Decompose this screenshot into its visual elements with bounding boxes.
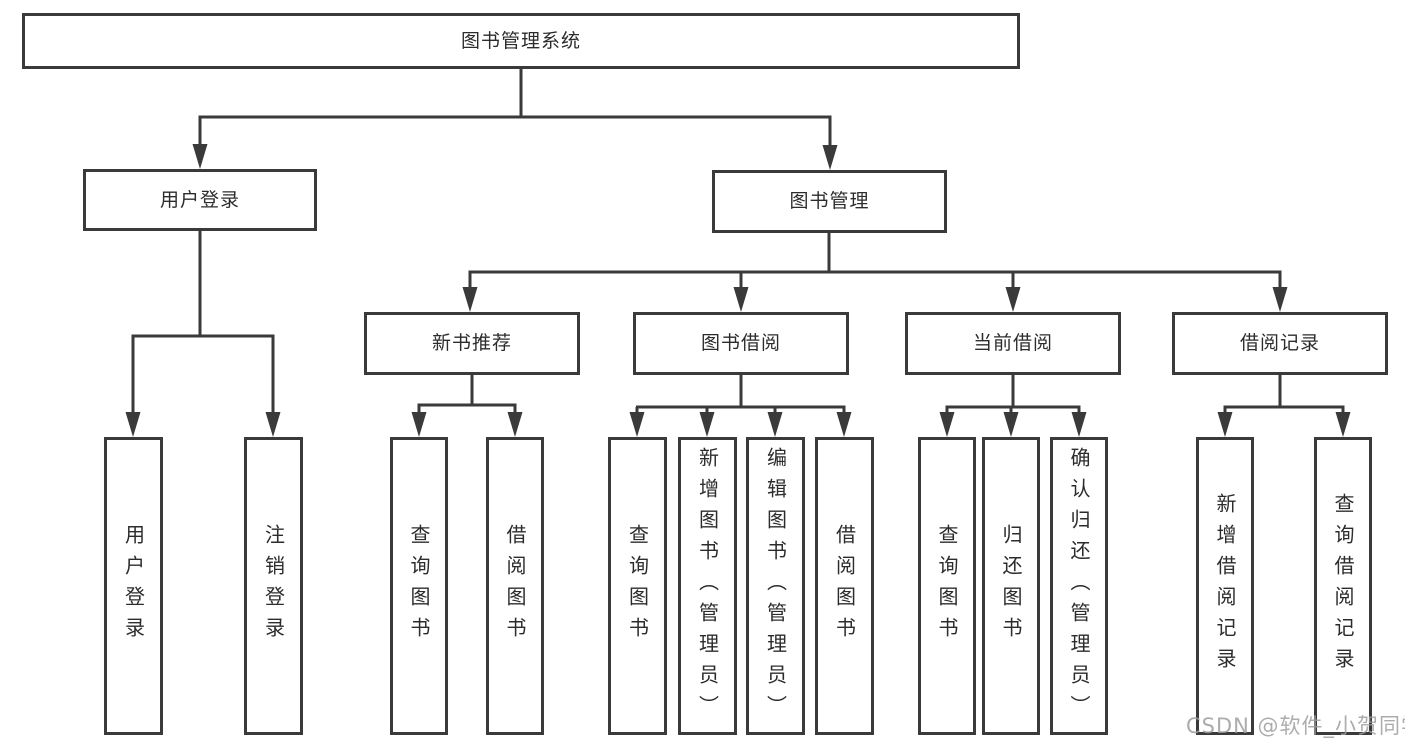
- node-book-management: 图书管理: [712, 170, 947, 233]
- node-borrow-records: 借阅记录: [1172, 312, 1388, 375]
- leaf-borrow-book-recommend: 借阅图书: [486, 437, 544, 735]
- leaf-return-book: 归还图书: [982, 437, 1040, 735]
- node-book-borrow: 图书借阅: [633, 312, 849, 375]
- leaf-query-book-current: 查询图书: [918, 437, 976, 735]
- leaf-edit-book-admin: 编辑图书（管理员）: [746, 437, 805, 735]
- leaf-add-book-admin: 新增图书（管理员）: [678, 437, 737, 735]
- node-new-book-recommend: 新书推荐: [364, 312, 580, 375]
- leaf-query-book-borrow: 查询图书: [608, 437, 667, 735]
- csdn-watermark: CSDN @软件_小贺同学: [1186, 714, 1405, 738]
- node-root-library-system: 图书管理系统: [22, 13, 1020, 69]
- node-current-borrow: 当前借阅: [905, 312, 1121, 375]
- node-user-login: 用户登录: [83, 169, 317, 231]
- leaf-logout: 注销登录: [244, 437, 303, 735]
- leaf-query-book-recommend: 查询图书: [390, 437, 448, 735]
- leaf-confirm-return-admin: 确认归还（管理员）: [1050, 437, 1108, 735]
- leaf-add-borrow-record: 新增借阅记录: [1196, 437, 1254, 735]
- leaf-query-borrow-record: 查询借阅记录: [1314, 437, 1372, 735]
- leaf-user-login: 用户登录: [104, 437, 163, 735]
- leaf-borrow-book: 借阅图书: [815, 437, 874, 735]
